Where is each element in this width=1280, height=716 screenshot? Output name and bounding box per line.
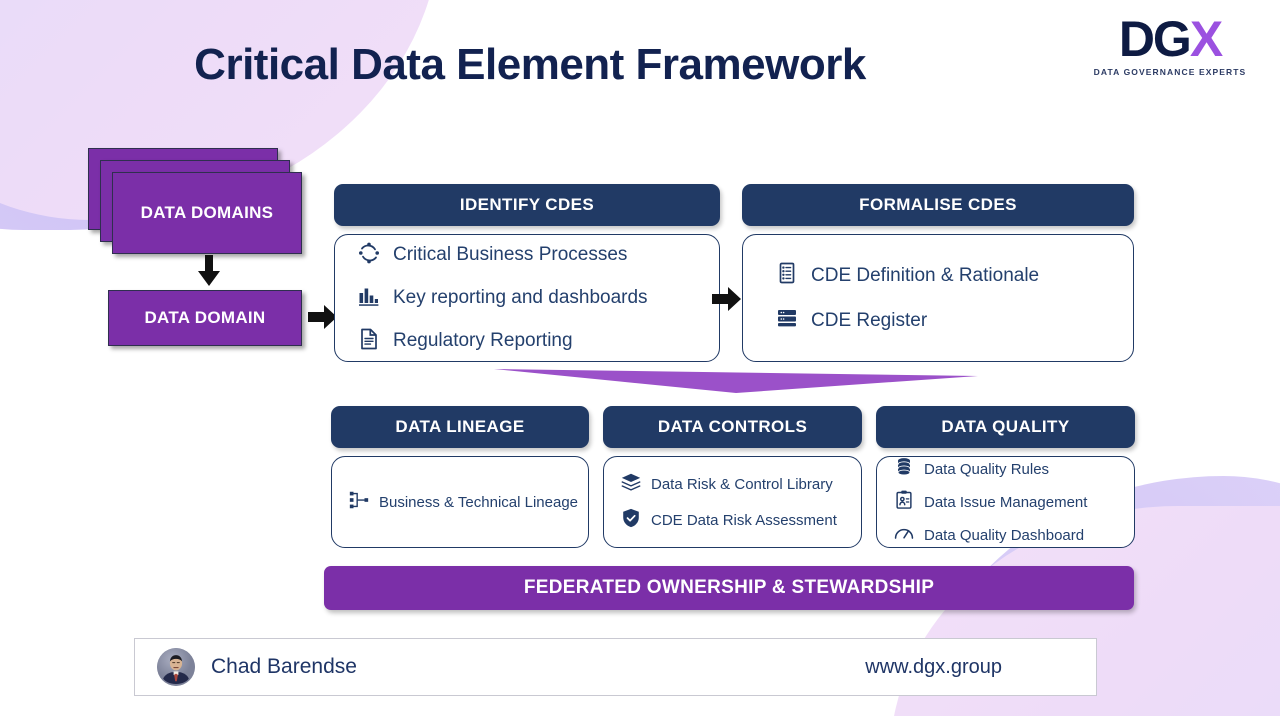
panel-header-data-lineage: DATA LINEAGE	[331, 406, 589, 448]
checklist-icon	[775, 261, 799, 290]
panel-header-formalise-cdes: FORMALISE CDES	[742, 184, 1134, 226]
gauge-icon	[893, 522, 915, 549]
panel-body-formalise-cdes: CDE Definition & Rationale CDE Register	[742, 234, 1134, 362]
panel-formalise-cdes: FORMALISE CDES CDE Definition & Rational…	[742, 184, 1134, 362]
list-item-label: Data Quality Rules	[924, 460, 1050, 478]
list-item-cde-definition-rationale[interactable]: CDE Definition & Rationale	[775, 261, 1111, 290]
database-icon	[893, 456, 915, 483]
footer-bar: Chad Barendse www.dgx.group	[134, 638, 1097, 696]
list-item-data-quality-dashboard[interactable]: Data Quality Dashboard	[893, 522, 1118, 549]
list-item-data-risk-control-library[interactable]: Data Risk & Control Library	[620, 471, 845, 498]
list-item-label: CDE Register	[811, 309, 928, 331]
list-item-label: Critical Business Processes	[393, 244, 628, 265]
list-item-data-quality-rules[interactable]: Data Quality Rules	[893, 456, 1118, 483]
logo-wordmark: DGX	[1090, 14, 1250, 64]
list-item-label: Business & Technical Lineage	[379, 493, 579, 511]
list-item-label: CDE Definition & Rationale	[811, 264, 1040, 286]
data-domain-box: DATA DOMAIN	[108, 290, 302, 346]
clipboard-issue-icon	[893, 489, 915, 516]
panel-header-identify-cdes: IDENTIFY CDES	[334, 184, 720, 226]
federated-ownership-banner: FEDERATED OWNERSHIP & STEWARDSHIP	[324, 566, 1134, 610]
panel-body-data-quality: Data Quality Rules Data Issue Management	[876, 456, 1135, 548]
panel-header-data-quality: DATA QUALITY	[876, 406, 1135, 448]
panel-header-data-controls: DATA CONTROLS	[603, 406, 862, 448]
avatar	[157, 648, 195, 686]
document-icon	[357, 327, 381, 356]
server-rack-icon	[775, 306, 799, 335]
list-item-cde-register[interactable]: CDE Register	[775, 306, 1111, 335]
logo-letter-d: D	[1118, 11, 1155, 67]
list-item-label: Regulatory Reporting	[393, 330, 573, 351]
data-domains-stack: DATA DOMAINS	[88, 148, 318, 254]
logo-letter-g: G	[1152, 11, 1192, 67]
list-item-cde-data-risk-assessment[interactable]: CDE Data Risk Assessment	[620, 507, 845, 534]
list-item-label: Data Quality Dashboard	[924, 526, 1085, 544]
list-item-regulatory-reporting[interactable]: Regulatory Reporting	[357, 327, 697, 356]
bar-chart-icon	[357, 284, 381, 313]
books-stack-icon	[620, 471, 642, 498]
panel-body-data-lineage: Business & Technical Lineage	[331, 456, 589, 548]
list-item-data-issue-management[interactable]: Data Issue Management	[893, 489, 1118, 516]
panel-body-data-controls: Data Risk & Control Library CDE Data Ris…	[603, 456, 862, 548]
process-cycle-icon	[357, 241, 381, 270]
list-item-key-reporting-and-dashboards[interactable]: Key reporting and dashboards	[357, 284, 697, 313]
panel-body-identify-cdes: Critical Business Processes Key reportin…	[334, 234, 720, 362]
list-item-label: CDE Data Risk Assessment	[651, 511, 837, 529]
purple-chevron-connector	[494, 368, 978, 394]
shield-check-icon	[620, 507, 642, 534]
arrow-right-icon-to-identify	[308, 303, 338, 331]
panel-data-quality: DATA QUALITY Data Quality Rules	[876, 406, 1135, 548]
logo-letter-x: X	[1189, 11, 1223, 67]
panel-data-lineage: DATA LINEAGE Business & Technical Lineag…	[331, 406, 589, 548]
dgx-logo: DGX DATA GOVERNANCE EXPERTS	[1090, 14, 1250, 77]
list-item-label: Data Risk & Control Library	[651, 475, 833, 493]
list-item-critical-business-processes[interactable]: Critical Business Processes	[357, 241, 697, 270]
page-title: Critical Data Element Framework	[194, 40, 866, 89]
arrow-down-icon	[195, 255, 223, 287]
list-item-label: Data Issue Management	[924, 493, 1088, 511]
sitemap-icon	[348, 489, 370, 516]
panel-data-controls: DATA CONTROLS Data Risk & Control Librar…	[603, 406, 862, 548]
footer-website-url[interactable]: www.dgx.group	[865, 655, 1002, 678]
data-domains-card-front: DATA DOMAINS	[112, 172, 302, 254]
panel-identify-cdes: IDENTIFY CDES Critical Business Processe…	[334, 184, 720, 362]
arrow-right-icon-to-formalise	[712, 285, 742, 313]
list-item-business-technical-lineage[interactable]: Business & Technical Lineage	[348, 489, 578, 516]
logo-tagline: DATA GOVERNANCE EXPERTS	[1093, 67, 1247, 77]
list-item-label: Key reporting and dashboards	[393, 287, 648, 308]
footer-author-name: Chad Barendse	[211, 655, 357, 678]
